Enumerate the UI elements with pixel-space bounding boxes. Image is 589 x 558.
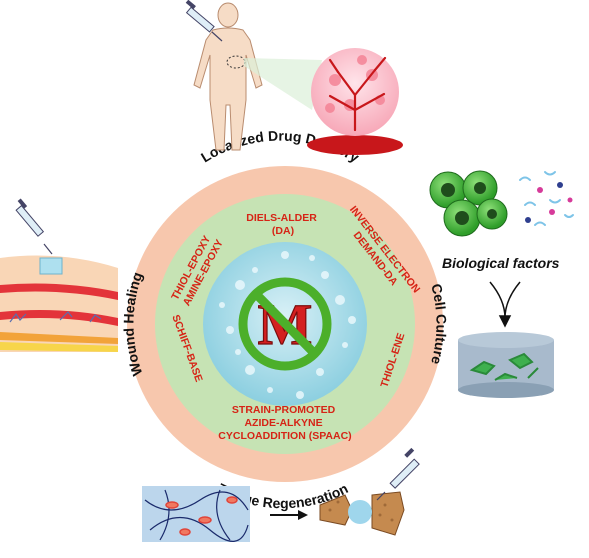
syringe-icon-left: [15, 198, 53, 255]
no-sign-ring: [238, 277, 332, 371]
chem-diels-alder: DIELS-ALDER (DA): [246, 212, 320, 237]
merge-arrow: [489, 281, 521, 328]
hydrogel-network-block: [142, 486, 250, 542]
cell-scaffold-construct: [458, 332, 554, 398]
hydrogel-patch: [39, 257, 63, 275]
zoom-beam: [244, 58, 322, 110]
no-sign-slash: [253, 291, 318, 357]
bone-defect-illustration: [319, 491, 405, 536]
syringe-icon-bottom: [376, 447, 420, 501]
biological-factors-label: Biological factors: [442, 255, 560, 271]
right-arrow: [270, 510, 308, 520]
tissue-zoom-illustration: [307, 48, 403, 155]
label-cell-culture: Cell Culture: [428, 282, 449, 366]
chem-spaac: STRAIN-PROMOTED AZIDE-ALKYNE CYCLOADDITI…: [218, 404, 351, 442]
water-droplets-texture: [219, 251, 356, 399]
biological-factors-molecules: [519, 171, 574, 226]
stem-cells-cluster: [429, 170, 508, 237]
syringe-icon-top: [185, 0, 223, 42]
metal-free-symbol: M: [238, 277, 332, 371]
skin-layers-wound: [0, 255, 118, 352]
